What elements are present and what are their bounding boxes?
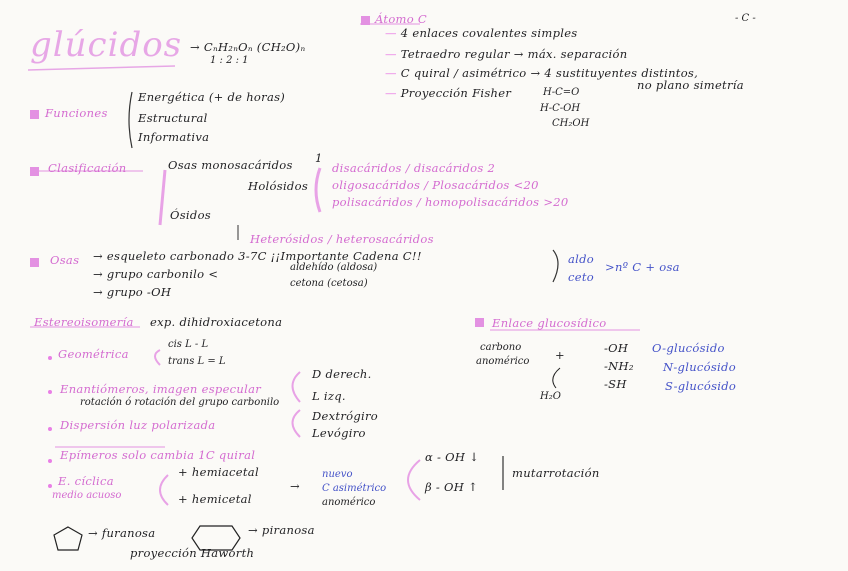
clas-sub-2: oligosacáridos / Plosacáridos <20 [332,178,539,192]
epimeros: Epímeros solo cambia 1C quiral [60,448,256,462]
bullet-icon [30,110,39,119]
bullet-icon [361,16,370,25]
opt-opt-2: Levógiro [312,426,366,440]
geo-opt-1: cis L - L [168,339,209,350]
hemi-2: + hemicetal [178,492,252,506]
group-1: -OH [604,341,629,355]
dot-icon [48,484,52,488]
bullet-icon [30,167,39,176]
plus-icon: + [555,348,565,362]
dot-icon [48,390,52,394]
funcion-3: Informativa [138,130,210,144]
dot-icon [48,356,52,360]
ciclica: E. cíclica [58,474,114,488]
funcion-1: Energética (+ de horas) [138,90,286,104]
enlace-left-2: anomérico [476,356,530,367]
enlace-heading: Enlace glucosídico [492,316,607,330]
type-2: N-glucósido [663,360,736,374]
osas-ceto: ceto [568,270,594,284]
group-3: -SH [604,377,627,391]
hemi-1: + hemiacetal [178,465,259,479]
type-3: S-glucósido [665,379,737,393]
beta: β - OH ↑ [425,480,478,494]
fisher-3: CH₂OH [552,118,590,129]
page-title: glúcidos [30,25,183,65]
optica: Dispersión luz polarizada [60,418,216,432]
formula-top: CₙH₂ₙOₙ (CH₂O)ₙ [203,40,306,54]
enantiomeros: Enantiómeros, imagen especular [60,382,262,396]
osas-line-1: → esqueleto carbonado 3-7C ¡¡Importante … [93,249,422,263]
furanosa: → furanosa [88,526,156,540]
dot-icon [48,459,52,463]
dot-icon [48,427,52,431]
carbono-line-3: — C quiral / asimétrico → 4 sustituyente… [385,66,699,80]
haworth: proyección Haworth [130,546,255,560]
osas-line-2: → grupo carbonilo < [93,267,219,281]
opt-opt-1: Dextrógiro [312,409,379,423]
carbono-line-1: — 4 enlaces covalentes simples [385,26,578,40]
carbon-diagram: - C - [735,13,756,24]
geometrica: Geométrica [58,347,129,361]
fisher-2: H-C-OH [540,103,581,114]
clasificacion-heading: Clasificación [48,161,127,175]
fisher-1: H-C=O [543,87,580,98]
heterosidos: Heterósidos / heterosacáridos [250,232,434,246]
enan-opt-2: L izq. [312,389,346,403]
carbonilo-opt-1: aldehído (aldosa) [290,262,378,273]
carbono-line-4: no plano simetría [637,78,744,92]
osas-line-3: → grupo -OH [93,285,172,299]
carbono-line-5: — Proyección Fisher [385,86,512,100]
clas-sub-3: polisacáridos / homopolisacáridos >20 [332,195,569,209]
geo-opt-2: trans L = L [168,356,226,367]
osas-aldo: aldo [568,252,595,266]
mutarrotacion: mutarrotación [512,466,600,480]
nuevo-3: anomérico [322,497,376,508]
nuevo-2: C asimétrico [322,483,387,494]
carbonilo-opt-2: cetona (cetosa) [290,278,368,289]
carbono-heading: Átomo C [375,12,428,26]
piranosa: → piranosa [248,523,315,537]
funcion-2: Estructural [138,111,208,125]
osas-mono: Osas monosacáridos [168,158,293,172]
bullet-icon [30,258,39,267]
estereo-heading: Estereoisomería [34,315,134,329]
bullet-icon [475,318,484,327]
osas-heading: Osas [50,253,80,267]
group-2: -NH₂ [604,359,634,373]
nuevo-1: nuevo [322,469,353,480]
water: H₂O [540,391,561,402]
carbono-line-2: — Tetraedro regular → máx. separación [385,47,628,61]
type-1: O-glucósido [652,341,725,355]
enlace-left-1: carbono [480,342,522,353]
funciones-heading: Funciones [45,106,108,120]
ciclica-sub: medio acuoso [52,490,122,501]
enantiomeros-sub: rotación ó rotación del grupo carbonilo [80,397,280,408]
estereo-subheading: exp. dihidroxiacetona [150,315,283,329]
alfa: α - OH ↓ [425,450,480,464]
osas-count: 1 [315,151,323,165]
osas-tail: >nº C + osa [605,260,680,274]
holosidos: Holósidos [248,179,309,193]
clas-sub-1: disacáridos / disacáridos 2 [332,161,496,175]
osidos: Ósidos [170,208,211,222]
formula: → CₙH₂ₙOₙ (CH₂O)ₙ [190,40,306,54]
enan-opt-1: D derech. [312,367,372,381]
formula-ratio: 1 : 2 : 1 [210,55,249,66]
arrow-icon: → [290,479,300,493]
